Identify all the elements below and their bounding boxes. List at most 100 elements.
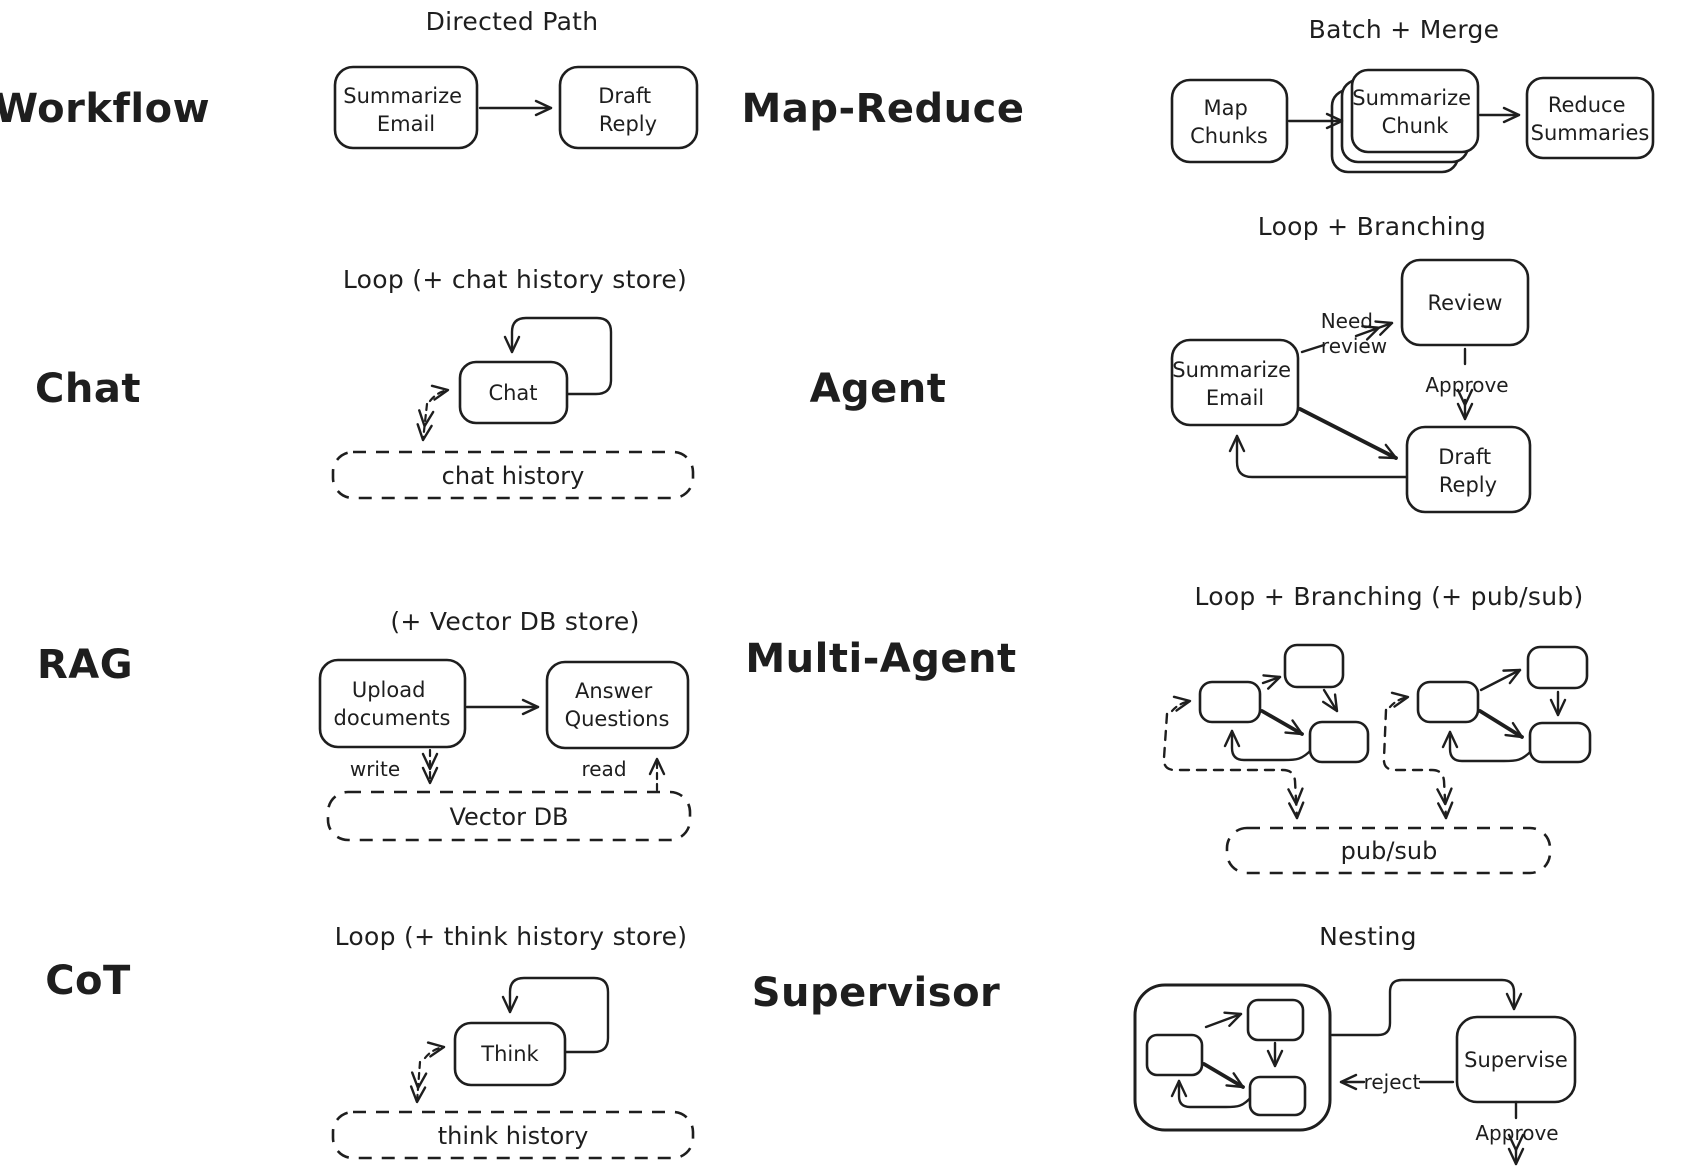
arrow-c1-to-pubsub xyxy=(1162,712,1305,820)
node-label-agent-summarize-email: Summarize Email xyxy=(1172,358,1298,410)
pattern-title-batch-merge: Batch + Merge xyxy=(1309,15,1500,44)
edge-need-review-tick xyxy=(1300,343,1326,354)
node-box-map-chunks xyxy=(1170,78,1289,164)
node-label-supervise: Supervise xyxy=(1464,1048,1568,1072)
pattern-title-nesting: Nesting xyxy=(1319,922,1417,951)
arrow-need-review-to-review xyxy=(1354,320,1394,341)
section-label-cot: CoT xyxy=(45,958,131,1004)
arrow-think-to-history xyxy=(409,1060,428,1104)
node-box-c2-bottom xyxy=(1528,721,1592,764)
edge-label-write: write xyxy=(350,757,400,781)
section-agent: Agent Loop + Branching Review Summarize … xyxy=(810,212,1532,514)
section-label-chat: Chat xyxy=(35,366,141,412)
arrow-c2-return xyxy=(1441,730,1534,763)
store-label-chat-history: chat history xyxy=(442,462,585,490)
store-label-vector-db: Vector DB xyxy=(449,803,568,831)
multi-agent-cluster-2 xyxy=(1382,645,1592,820)
node-box-c2-left xyxy=(1416,680,1480,724)
node-label-agent-draft-reply: Draft Reply xyxy=(1438,445,1498,497)
node-box-sup-bottom xyxy=(1248,1075,1307,1117)
multi-agent-cluster-1 xyxy=(1162,643,1370,820)
pattern-title-directed-path: Directed Path xyxy=(426,7,599,36)
node-box-c1-left xyxy=(1198,680,1262,724)
arrow-sup-return xyxy=(1170,1079,1254,1109)
arrow-summarize-to-draft-direct xyxy=(1298,407,1398,460)
section-label-workflow: Workflow xyxy=(0,86,210,132)
node-box-chat xyxy=(458,360,569,425)
edge-label-read: read xyxy=(581,757,626,781)
arrow-c2-left-to-bottom xyxy=(1478,709,1524,739)
store-box-think-history xyxy=(331,1110,695,1160)
node-label-draft-reply: Draft Reply xyxy=(598,84,658,136)
arrow-c1-return xyxy=(1223,729,1314,762)
section-label-agent: Agent xyxy=(810,366,947,412)
edge-label-need-review: Need review xyxy=(1321,309,1387,358)
arrow-c2-entry xyxy=(1388,691,1410,709)
pattern-title-think-loop: Loop (+ think history store) xyxy=(335,922,688,951)
edge-label-approve-sup: Approve xyxy=(1475,1121,1558,1145)
arrow-c1-entry xyxy=(1170,695,1192,713)
store-label-think-history: think history xyxy=(438,1122,589,1150)
arrow-c1-left-to-bottom xyxy=(1260,709,1304,736)
node-box-draft-reply xyxy=(558,65,699,150)
node-box-upload-documents xyxy=(318,658,467,749)
node-label-chat: Chat xyxy=(488,381,537,405)
node-label-map-chunks: Map Chunks xyxy=(1190,96,1268,148)
arrow-container-to-supervise xyxy=(1330,978,1523,1037)
node-box-c1-bottom xyxy=(1308,720,1370,764)
section-label-supervisor: Supervisor xyxy=(752,970,1001,1016)
section-label-map-reduce: Map-Reduce xyxy=(742,86,1025,132)
pattern-title-chat-loop: Loop (+ chat history store) xyxy=(343,265,687,294)
section-cot: CoT Loop (+ think history store) Think t… xyxy=(45,922,695,1160)
arrow-c1-top-to-bottom xyxy=(1321,688,1339,713)
node-label-answer-questions: Answer Questions xyxy=(565,679,670,731)
node-box-sup-top xyxy=(1246,998,1305,1042)
store-box-pubsub xyxy=(1225,826,1552,875)
arrow-chat-to-history xyxy=(416,402,435,442)
arrow-sup-left-to-top xyxy=(1204,1011,1243,1029)
section-label-rag: RAG xyxy=(37,642,133,688)
arrow-sup-left-to-bottom xyxy=(1202,1062,1245,1089)
section-multi-agent: Multi-Agent Loop + Branching (+ pub/sub) xyxy=(745,582,1592,875)
section-workflow: Workflow Directed Path Summarize Email D… xyxy=(0,7,699,150)
node-label-summarize-email: Summarize Email xyxy=(343,84,469,136)
node-box-c2-top xyxy=(1526,645,1589,690)
edge-label-reject: reject xyxy=(1364,1070,1421,1094)
node-box-sup-left xyxy=(1145,1033,1204,1077)
store-box-vector-db xyxy=(326,790,692,842)
node-box-think xyxy=(453,1021,567,1087)
node-box-c1-top xyxy=(1283,643,1345,689)
section-label-multi-agent: Multi-Agent xyxy=(745,636,1016,682)
node-box-reduce-summaries xyxy=(1525,76,1655,160)
arrow-think-self-loop xyxy=(501,976,610,1054)
section-chat: Chat Loop (+ chat history store) Chat ch… xyxy=(35,265,695,500)
section-supervisor: Supervisor Nesting Supervise reject Appr… xyxy=(752,922,1577,1166)
node-box-summarize-email xyxy=(333,65,479,150)
node-box-answer-questions xyxy=(545,660,690,750)
pattern-title-vector-db-store: (+ Vector DB store) xyxy=(390,607,639,636)
node-box-review xyxy=(1400,258,1530,347)
node-box-agent-summarize-email xyxy=(1170,338,1300,427)
node-label-think: Think xyxy=(480,1042,539,1066)
node-box-summarize-chunk xyxy=(1350,68,1480,154)
arrow-chat-self-loop xyxy=(503,316,613,396)
node-box-agent-draft-reply xyxy=(1405,425,1532,514)
arrow-c2-left-to-top xyxy=(1479,668,1522,692)
section-map-reduce: Map-Reduce Batch + Merge Map Chunks Summ… xyxy=(742,15,1655,174)
arrow-entry-chat xyxy=(428,384,450,403)
arrow-c2-to-pubsub xyxy=(1382,708,1454,820)
node-label-summarize-chunk: Summarize Chunk xyxy=(1352,86,1478,138)
arrow-draft-back-to-summarize xyxy=(1228,434,1409,479)
arrow-c1-left-to-top xyxy=(1261,674,1282,690)
node-label-reduce-summaries: Reduce Summaries xyxy=(1531,93,1650,145)
arrow-entry-think xyxy=(423,1041,446,1060)
node-label-review: Review xyxy=(1428,291,1503,315)
section-rag: RAG (+ Vector DB store) Upload documents… xyxy=(37,607,692,842)
store-box-chat-history xyxy=(331,450,695,500)
node-label-upload-documents: Upload documents xyxy=(334,678,451,730)
pattern-title-loop-branching-pubsub: Loop + Branching (+ pub/sub) xyxy=(1194,582,1583,611)
store-label-pubsub: pub/sub xyxy=(1341,837,1438,865)
edge-label-approve: Approve xyxy=(1425,373,1508,397)
